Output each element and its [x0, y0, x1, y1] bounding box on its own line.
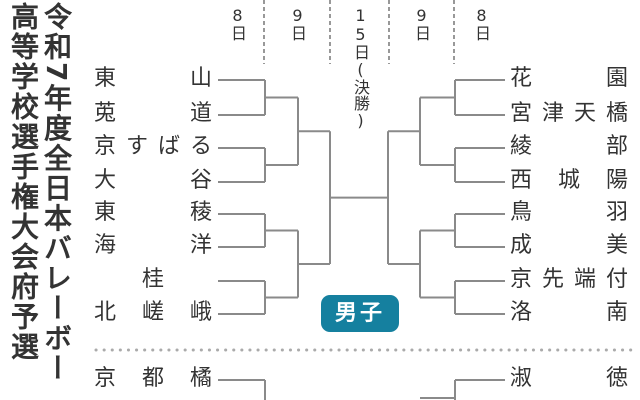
team-name: 鳥羽: [510, 200, 628, 225]
team-name: 綾部: [510, 134, 628, 159]
team-name: 洛南: [510, 300, 628, 325]
team-name: 京都橘: [94, 366, 212, 391]
team-name: 淑徳: [510, 366, 628, 391]
team-name: 北嵯峨: [94, 300, 212, 325]
round-label-final: 15日(決勝): [351, 6, 370, 130]
team-name: 海洋: [94, 233, 212, 258]
team-name: 宮津天橋: [510, 101, 628, 126]
round-label-left-2: 9日: [288, 6, 307, 41]
round-label-left-1: 8日: [228, 6, 247, 41]
team-name: 成美: [510, 233, 628, 258]
title-line-2: 高等学校選手権大会府予選: [7, 2, 40, 362]
team-name: 大谷: [94, 168, 212, 193]
team-name: 東稜: [94, 200, 212, 225]
round-label-right-1: 8日: [472, 6, 491, 41]
team-name: 莵道: [94, 101, 212, 126]
team-name: 東山: [94, 66, 212, 91]
team-name: 京先端付: [510, 267, 628, 292]
team-name: 花園: [510, 66, 628, 91]
title-line-1: 令和7年度全日本バレーボー: [40, 2, 73, 384]
round-label-right-2: 9日: [412, 6, 431, 41]
team-name: 京すばる: [94, 134, 212, 159]
team-name: 西城陽: [510, 168, 628, 193]
boys-badge: 男子: [321, 295, 399, 332]
team-name: 桂: [141, 267, 164, 292]
